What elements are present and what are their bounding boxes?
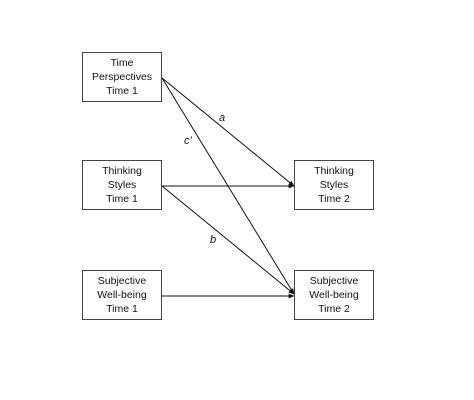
edge-ts1-sw2 — [161, 185, 295, 295]
path-label-a: a — [219, 112, 226, 124]
sw2-line-2: Well-being — [309, 289, 359, 301]
sw1-line-2: Well-being — [97, 289, 147, 301]
ts1-line-1: Thinking — [102, 165, 142, 177]
tp1-line-3: Time 1 — [106, 85, 138, 97]
sw1-line-1: Subjective — [97, 275, 147, 287]
path-label-b: b — [210, 234, 217, 246]
box-thinking-styles-t2: Thinking Styles Time 2 — [294, 160, 374, 210]
sw2-line-3: Time 2 — [318, 303, 350, 315]
ts2-line-1: Thinking — [314, 165, 354, 177]
path-label-c-prime: c’ — [184, 135, 192, 147]
box-thinking-styles-t1: Thinking Styles Time 1 — [82, 160, 162, 210]
box-time-perspectives-t1: Time Perspectives Time 1 — [82, 52, 162, 102]
ts1-line-3: Time 1 — [106, 193, 138, 205]
ts2-line-3: Time 2 — [318, 193, 350, 205]
box-subjective-well-being-t1: Subjective Well-being Time 1 — [82, 270, 162, 320]
sw2-line-1: Subjective — [309, 275, 359, 287]
sw1-line-3: Time 1 — [106, 303, 138, 315]
ts1-line-2: Styles — [107, 179, 137, 191]
box-subjective-well-being-t2: Subjective Well-being Time 2 — [294, 270, 374, 320]
tp1-line-1: Time — [110, 57, 134, 69]
ts2-line-2: Styles — [319, 179, 349, 191]
tp1-line-2: Perspectives — [91, 71, 153, 83]
edge-tp1-ts2 — [161, 77, 295, 187]
